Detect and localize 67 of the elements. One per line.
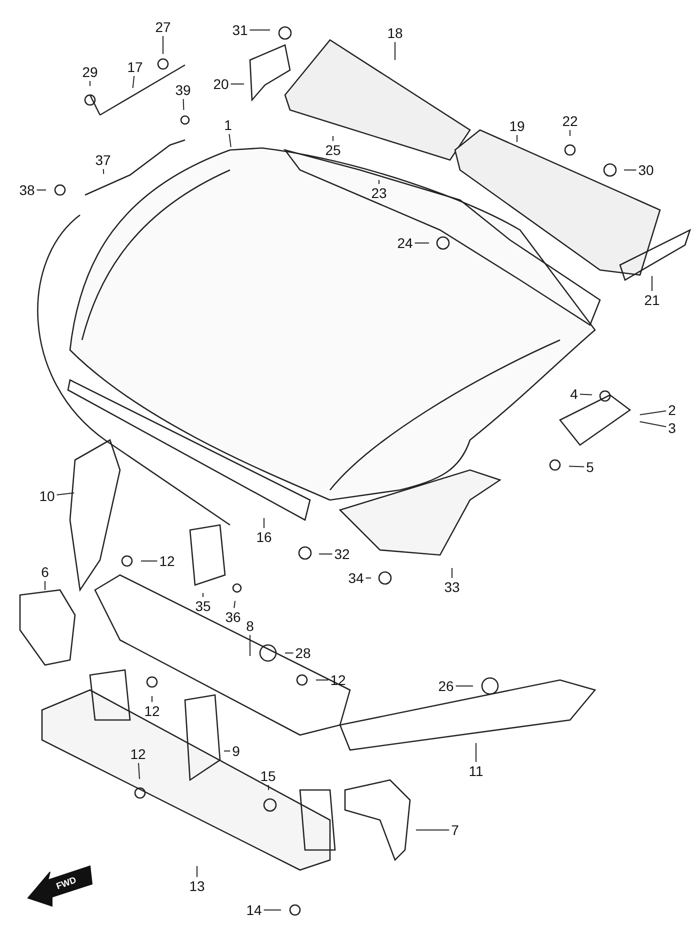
callout-number: 26 [438, 678, 454, 694]
callout-number: 2 [668, 402, 676, 418]
callout-number: 23 [371, 185, 387, 201]
callout-number: 9 [232, 743, 240, 759]
callout-number: 21 [644, 292, 660, 308]
callout-number: 28 [295, 645, 311, 661]
callout-number: 27 [155, 19, 171, 35]
leader-line [140, 560, 158, 562]
callout-number: 30 [638, 162, 654, 178]
callout-number: 12 [159, 553, 175, 569]
leader-line [132, 76, 135, 88]
callout-number: 12 [144, 703, 160, 719]
leader-line [202, 592, 204, 598]
leader-line [639, 410, 667, 416]
callout-number: 32 [334, 546, 350, 562]
leader-line [162, 36, 164, 54]
callout-number: 12 [330, 672, 346, 688]
callout-number: 20 [213, 76, 229, 92]
callout-number: 4 [570, 386, 578, 402]
callout-number: 33 [444, 579, 460, 595]
leader-line [138, 762, 140, 780]
callout-number: 16 [256, 529, 272, 545]
leader-line [568, 466, 585, 468]
callout-number: 18 [387, 25, 403, 41]
callout-number: 36 [225, 609, 241, 625]
callout-number: 17 [127, 59, 143, 75]
leader-line [196, 866, 198, 878]
leader-line [639, 421, 667, 428]
callout-number: 37 [95, 152, 111, 168]
callout-number: 6 [41, 564, 49, 580]
leader-line [234, 600, 236, 608]
direction-label: FWD [54, 874, 78, 892]
callout-number: 3 [668, 420, 676, 436]
leader-line [332, 136, 334, 142]
leader-line [102, 168, 104, 174]
leader-line [56, 492, 75, 496]
callout-number: 38 [19, 182, 35, 198]
callout-number: 8 [246, 618, 254, 634]
callout-number: 31 [232, 22, 248, 38]
leader-line [284, 652, 294, 654]
leader-line [378, 180, 380, 184]
callout-number: 14 [246, 902, 262, 918]
callout-number: 7 [451, 822, 459, 838]
callout-number: 34 [348, 570, 364, 586]
leader-line [579, 394, 592, 396]
leader-line [224, 750, 231, 752]
callout-number: 1 [224, 117, 232, 133]
leader-line [182, 98, 184, 110]
leader-line [228, 134, 232, 148]
callout-number: 22 [562, 113, 578, 129]
leader-line [414, 242, 430, 244]
callout-number: 29 [82, 64, 98, 80]
callout-number: 12 [130, 746, 146, 762]
callout-number: 35 [195, 598, 211, 614]
callout-number: 19 [509, 118, 525, 134]
callout-number: 10 [39, 488, 55, 504]
callout-number: 25 [325, 142, 341, 158]
leader-line [516, 134, 518, 142]
leader-line [268, 784, 270, 790]
leader-line [44, 580, 46, 590]
callout-number: 13 [189, 878, 205, 894]
callout-number: 39 [175, 82, 191, 98]
callout-number: 24 [397, 235, 413, 251]
callout-number: 15 [260, 768, 276, 784]
callout-number: 5 [586, 459, 594, 475]
callout-number: 11 [468, 763, 484, 779]
leader-line [394, 42, 396, 60]
